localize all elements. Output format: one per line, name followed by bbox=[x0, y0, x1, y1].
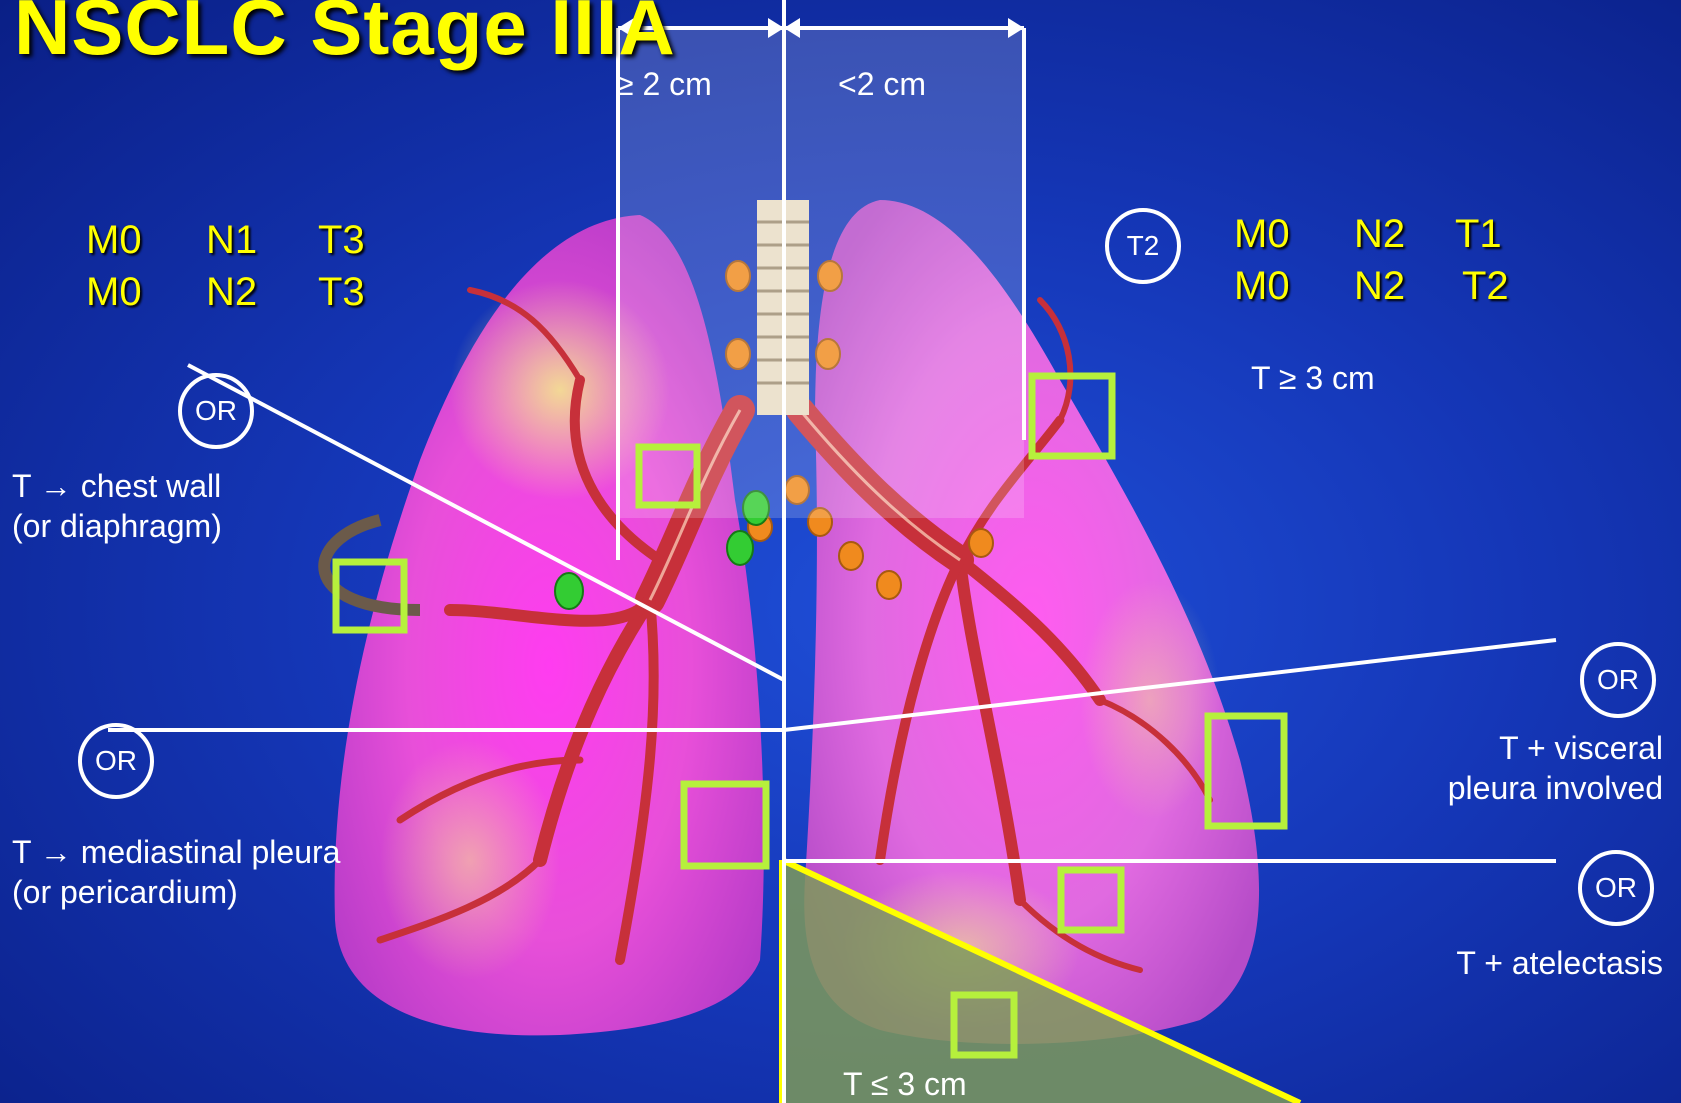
atelectasis-label: T + atelectasis bbox=[1456, 943, 1663, 983]
left-n-2: N2 bbox=[206, 270, 257, 315]
mediastinal-line-1: T → mediastinal pleura bbox=[12, 832, 340, 872]
right-n-1: N2 bbox=[1354, 212, 1405, 257]
left-width-label: ≥ 2 cm bbox=[616, 64, 712, 104]
left-t-2: T3 bbox=[318, 270, 365, 315]
or-badge-visceral: OR bbox=[1580, 642, 1656, 718]
visceral-line-1: T + visceral bbox=[1448, 728, 1663, 768]
visceral-label: T + visceral pleura involved bbox=[1448, 728, 1663, 808]
page-title: NSCLC Stage IIIA bbox=[14, 0, 676, 73]
or-badge-mediastinal: OR bbox=[78, 723, 154, 799]
chest-wall-line-2: (or diaphragm) bbox=[12, 506, 222, 546]
right-width-label: <2 cm bbox=[838, 64, 926, 104]
left-m-1: M0 bbox=[86, 218, 142, 263]
left-t-1: T3 bbox=[318, 218, 365, 263]
left-m-2: M0 bbox=[86, 270, 142, 315]
chest-wall-label: T → chest wall (or diaphragm) bbox=[12, 466, 222, 546]
right-n-2: N2 bbox=[1354, 264, 1405, 309]
chest-wall-line-1: T → chest wall bbox=[12, 466, 222, 506]
right-m-2: M0 bbox=[1234, 264, 1290, 309]
right-t-1: T1 bbox=[1455, 212, 1502, 257]
mediastinal-line-2: (or pericardium) bbox=[12, 872, 340, 912]
or-badge-atelectasis: OR bbox=[1578, 850, 1654, 926]
t2-badge: T2 bbox=[1105, 208, 1181, 284]
left-n-1: N1 bbox=[206, 218, 257, 263]
right-t-2: T2 bbox=[1462, 264, 1509, 309]
mediastinal-label: T → mediastinal pleura (or pericardium) bbox=[12, 832, 340, 912]
t-size-label: T ≥ 3 cm bbox=[1251, 358, 1375, 398]
bottom-size-label: T ≤ 3 cm bbox=[843, 1064, 967, 1103]
right-m-1: M0 bbox=[1234, 212, 1290, 257]
visceral-line-2: pleura involved bbox=[1448, 768, 1663, 808]
or-badge-chest-wall: OR bbox=[178, 373, 254, 449]
